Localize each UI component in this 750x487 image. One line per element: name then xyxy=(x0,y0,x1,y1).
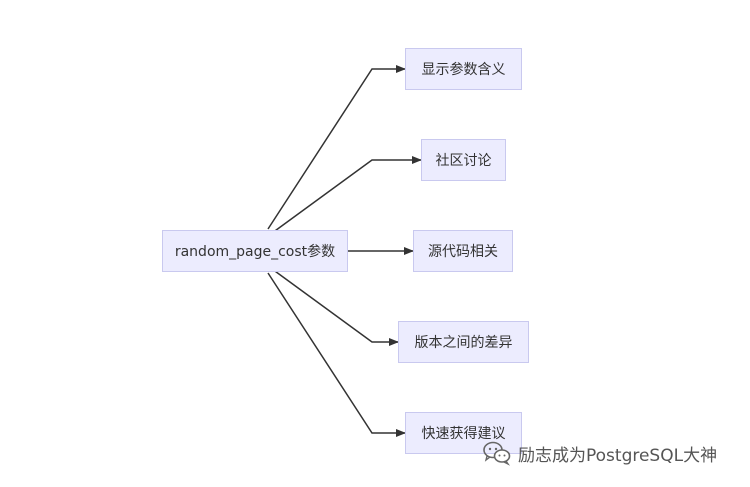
watermark-text: 励志成为PostgreSQL大神 xyxy=(518,445,718,466)
child-node-3: 源代码相关 xyxy=(413,230,513,272)
wechat-icon xyxy=(483,441,511,466)
watermark: 励志成为PostgreSQL大神 xyxy=(482,440,717,466)
child-node-1: 显示参数含义 xyxy=(405,48,522,90)
edge-to-child-5 xyxy=(267,272,406,437)
child-node-2: 社区讨论 xyxy=(421,139,506,181)
child-node-4: 版本之间的差异 xyxy=(398,321,529,363)
child-node-5: 快速获得建议 xyxy=(405,412,522,454)
edge-to-child-4 xyxy=(267,265,399,346)
edge-to-child-1 xyxy=(267,65,406,230)
root-node: random_page_cost参数 xyxy=(162,230,348,272)
edge-to-child-2 xyxy=(267,156,422,237)
